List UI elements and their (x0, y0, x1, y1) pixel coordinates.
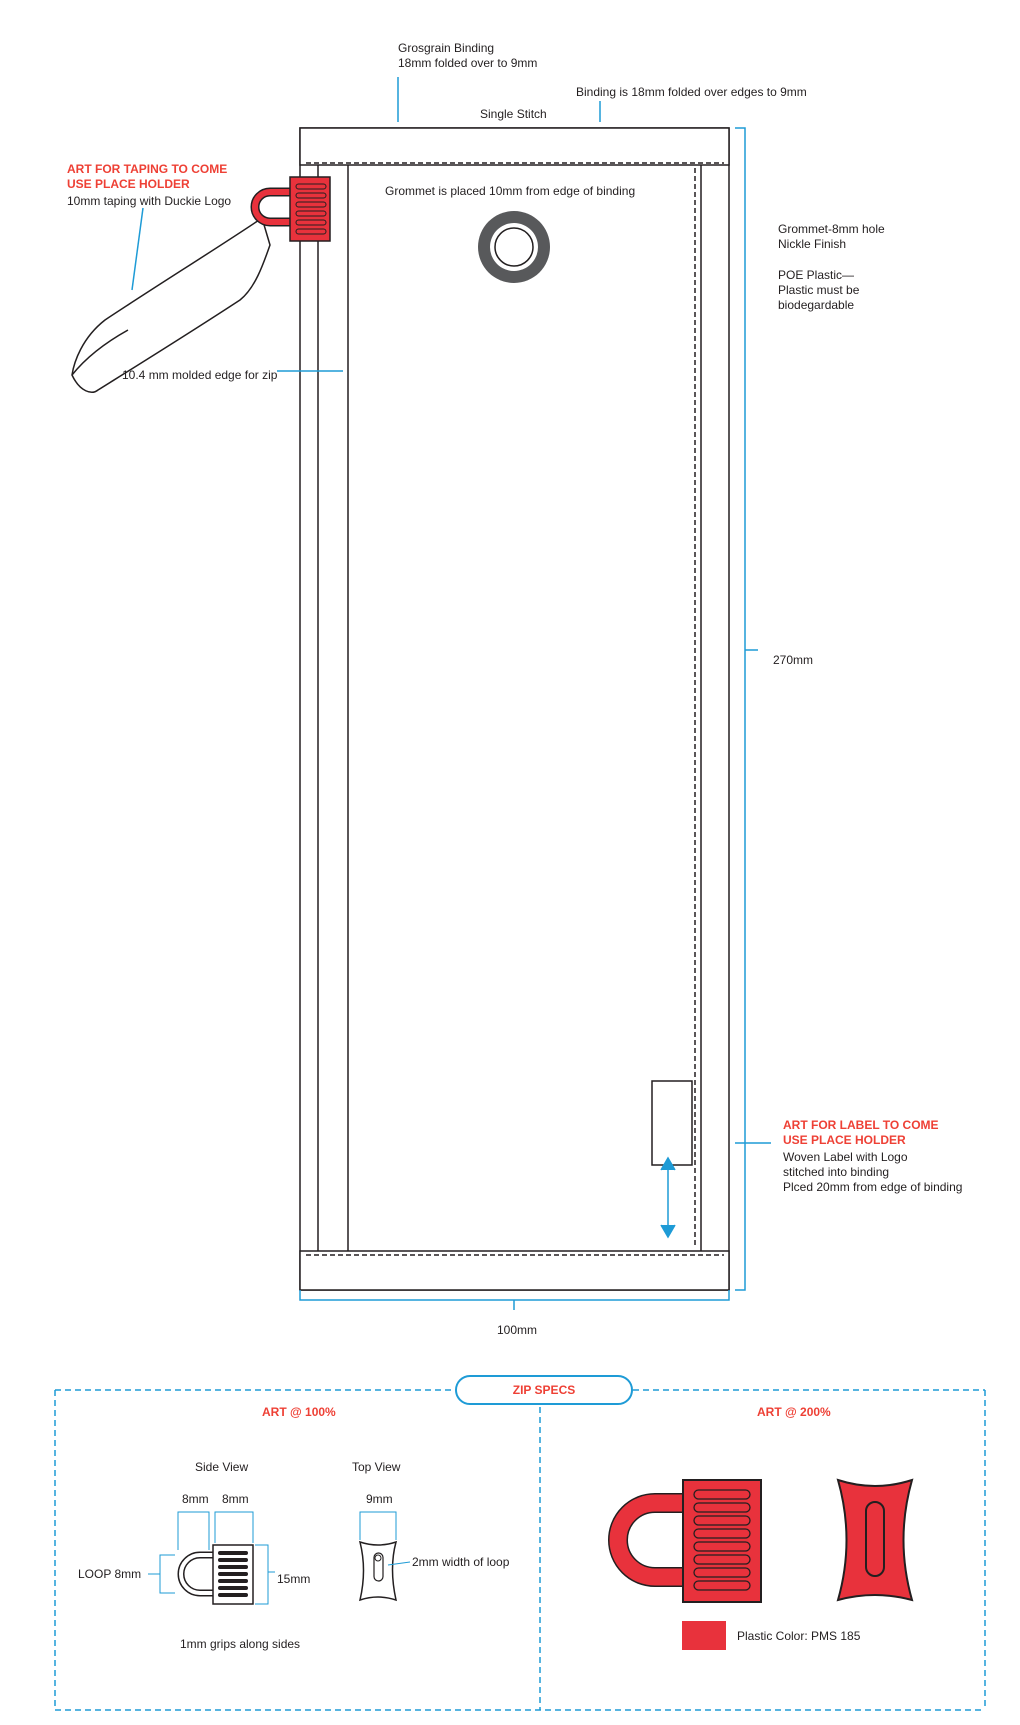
width-dimension-line (299, 1290, 730, 1301)
woven-label (651, 1080, 693, 1166)
zip-top-view (358, 1540, 398, 1602)
art-200-title: ART @ 200% (757, 1405, 831, 1419)
width-dimension-label: 100mm (497, 1323, 538, 1337)
zip-specs-title: ZIP SPECS (455, 1375, 633, 1405)
stitch-note: Single Stitch (480, 107, 547, 121)
dim-9mm: 9mm (366, 1492, 393, 1506)
top-view-label: Top View (352, 1460, 401, 1474)
plastic-color-swatch (682, 1621, 726, 1650)
plastic-color-note: Plastic Color: PMS 185 (737, 1629, 861, 1643)
grips-note: 1mm grips along sides (180, 1637, 301, 1651)
dim-8mm-b: 8mm (222, 1492, 249, 1506)
height-dimension-label: 270mm (773, 653, 814, 667)
zip-specs-frame (54, 1389, 986, 1711)
taping-leader (131, 207, 144, 291)
zip-puller (250, 176, 331, 242)
top-binding (299, 127, 730, 166)
taping-note: 10mm taping with Duckie Logo (67, 194, 232, 208)
zip-edge-note: 10.4 mm molded edge for zip (122, 368, 278, 382)
dim-15mm: 15mm (277, 1572, 311, 1586)
art-100-title: ART @ 100% (262, 1405, 336, 1419)
bottom-binding (299, 1250, 730, 1291)
height-dimension-line (735, 127, 746, 1291)
zip-top-view-dims (359, 1511, 411, 1566)
grommet (478, 211, 550, 283)
zip-top-200 (836, 1478, 914, 1602)
binding-edges-note: Binding is 18mm folded over edges to 9mm (576, 85, 807, 99)
loop-dim: LOOP 8mm (78, 1567, 142, 1581)
zip-side-200 (608, 1479, 762, 1603)
side-view-label: Side View (195, 1460, 249, 1474)
loop-width-note: 2mm width of loop (412, 1555, 510, 1569)
pouch (299, 127, 730, 1291)
zip-side-view-dims (148, 1511, 275, 1605)
grommet-position-note: Grommet is placed 10mm from edge of bind… (385, 184, 636, 198)
leader-lines (131, 77, 771, 1310)
dim-8mm-a: 8mm (182, 1492, 209, 1506)
zip-strap (71, 216, 271, 393)
zip-side-view (177, 1544, 254, 1605)
